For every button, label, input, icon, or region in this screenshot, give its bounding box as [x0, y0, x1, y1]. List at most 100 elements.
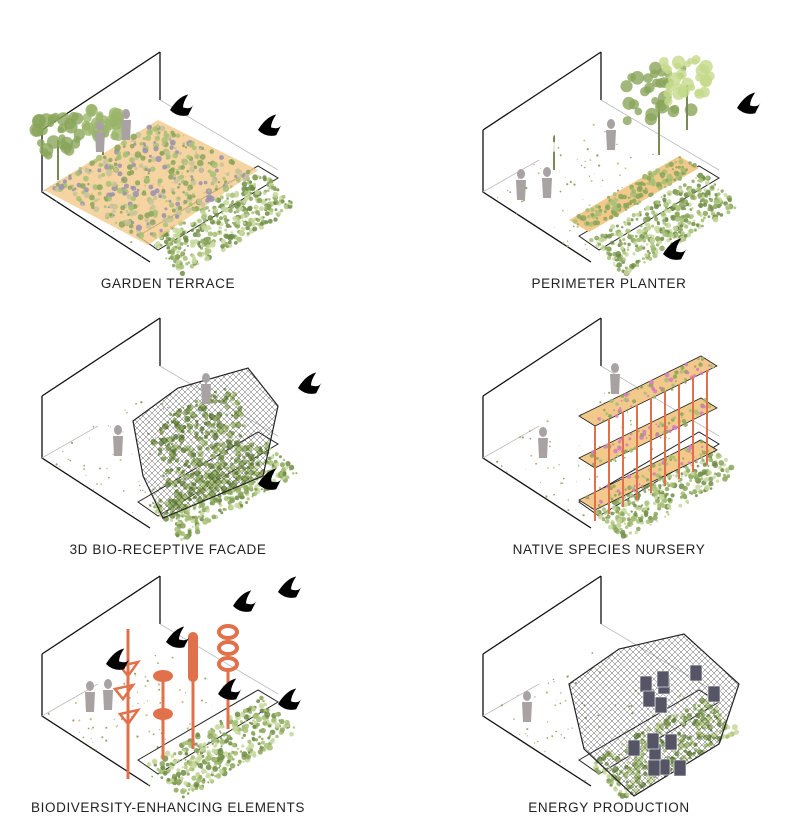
ring-nest — [217, 656, 239, 672]
foliage-dot — [209, 778, 213, 782]
foliage-dot — [552, 678, 555, 681]
foliage-dot — [238, 491, 244, 497]
foliage-dot — [169, 249, 176, 255]
mesh-line — [698, 634, 739, 796]
foliage-dot — [707, 364, 710, 367]
foliage-dot — [281, 194, 286, 199]
foliage-dot — [690, 738, 694, 742]
foliage-dot — [662, 221, 666, 225]
foliage-dot — [194, 478, 199, 483]
foliage-dot — [703, 477, 709, 483]
foliage-dot — [264, 723, 268, 726]
foliage-dot — [223, 217, 228, 222]
foliage-dot — [673, 425, 678, 430]
foliage-dot — [642, 216, 649, 223]
foliage-dot — [636, 228, 643, 235]
foliage-dot — [643, 261, 646, 264]
foliage-dot — [624, 208, 627, 211]
foliage-dot — [664, 217, 669, 221]
foliage-dot — [130, 715, 132, 718]
foliage-dot — [111, 203, 118, 210]
bird-icon — [737, 92, 761, 114]
foliage-dot — [614, 198, 619, 202]
foliage-dot — [239, 750, 243, 753]
foliage-dot — [700, 717, 706, 722]
foliage-dot — [722, 476, 728, 482]
foliage-dot — [644, 500, 650, 506]
foliage-dot — [680, 412, 684, 416]
foliage-dot — [675, 216, 681, 222]
foliage-dot — [215, 773, 222, 779]
foliage-dot — [619, 527, 622, 530]
foliage-dot — [626, 246, 630, 249]
foliage-dot — [608, 524, 613, 530]
mesh-line — [133, 368, 204, 518]
mesh-line — [133, 368, 216, 518]
foliage-dot — [672, 718, 677, 723]
foliage-dot — [640, 781, 646, 788]
foliage-dot — [262, 461, 266, 465]
foliage-dot — [567, 509, 570, 512]
mesh-line — [220, 368, 278, 518]
foliage-dot — [194, 742, 198, 746]
foliage-dot — [548, 445, 551, 448]
person-head — [543, 167, 551, 177]
foliage-dot — [715, 479, 720, 483]
foliage-dot — [165, 150, 171, 156]
tree-canopy — [563, 138, 573, 147]
foliage-dot — [162, 474, 165, 478]
foliage-dot — [720, 468, 725, 473]
mesh-line — [133, 368, 240, 518]
foliage-dot — [227, 219, 230, 222]
foliage-dot — [622, 250, 627, 255]
foliage-dot — [641, 731, 645, 735]
foliage-dot — [623, 203, 627, 207]
foliage-dot — [246, 169, 251, 175]
person-figure — [516, 180, 526, 200]
foliage-dot — [697, 192, 703, 198]
foliage-dot — [579, 445, 581, 447]
foliage-dot — [619, 437, 623, 441]
foliage-dot — [207, 473, 214, 480]
person-figure — [542, 178, 552, 198]
foliage-dot — [707, 470, 712, 475]
foliage-dot — [653, 727, 658, 731]
foliage-dot — [702, 450, 707, 455]
foliage-dot — [217, 181, 221, 184]
foliage-dot — [262, 175, 267, 180]
foliage-dot — [602, 516, 605, 520]
foliage-dot — [723, 193, 728, 197]
foliage-dot — [216, 218, 220, 222]
mesh-line — [569, 634, 598, 796]
foliage-dot — [218, 400, 222, 403]
foliage-dot — [696, 720, 702, 726]
foliage-dot — [117, 151, 121, 156]
foliage-dot — [686, 468, 691, 473]
foliage-dot — [657, 506, 662, 511]
foliage-dot — [225, 223, 231, 229]
mesh-line — [133, 368, 150, 518]
tree-canopy — [699, 59, 713, 74]
foliage-dot — [576, 223, 579, 226]
bird-bath — [153, 708, 173, 720]
foliage-dot — [604, 204, 611, 211]
foliage-dot — [83, 468, 86, 471]
foliage-dot — [181, 515, 184, 518]
foliage-dot — [705, 175, 710, 181]
foliage-dot — [146, 762, 152, 767]
foliage-dot — [285, 461, 291, 467]
foliage-dot — [630, 784, 634, 789]
foliage-dot — [252, 724, 257, 729]
foliage-dot — [627, 503, 631, 506]
foliage-dot — [633, 484, 637, 488]
foliage-dot — [665, 510, 669, 514]
foliage-dot — [585, 221, 590, 226]
foliage-dot — [282, 724, 288, 729]
foliage-dot — [633, 733, 640, 740]
foliage-dot — [624, 488, 627, 491]
mesh-frame — [568, 633, 740, 797]
foliage-dot — [698, 362, 703, 367]
foliage-dot — [697, 358, 700, 361]
foliage-dot — [212, 451, 214, 454]
foliage-dot — [246, 234, 249, 237]
